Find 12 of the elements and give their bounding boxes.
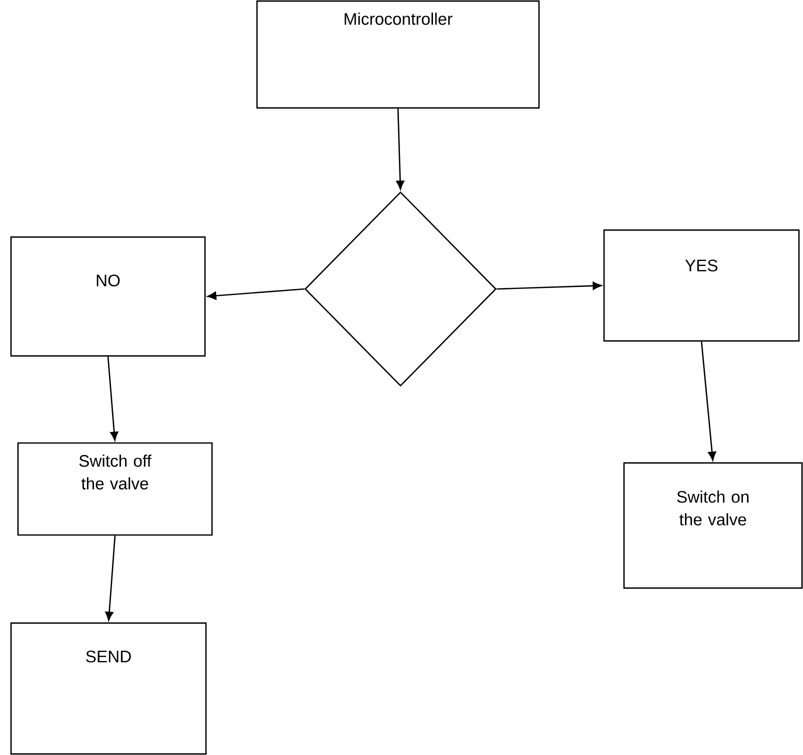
- arrow: [496, 282, 602, 290]
- arrow: [107, 356, 118, 441]
- arrow: [396, 108, 404, 190]
- process-box: Microcontroller: [256, 0, 540, 109]
- process-box: SEND: [10, 622, 207, 755]
- process-box: Switch off the valve: [17, 442, 213, 536]
- process-box: YES: [603, 229, 800, 342]
- arrow: [700, 342, 716, 461]
- process-box: NO: [10, 236, 206, 357]
- process-box: Switch on the valve: [623, 462, 803, 589]
- arrow: [207, 288, 304, 300]
- arrow: [105, 536, 116, 621]
